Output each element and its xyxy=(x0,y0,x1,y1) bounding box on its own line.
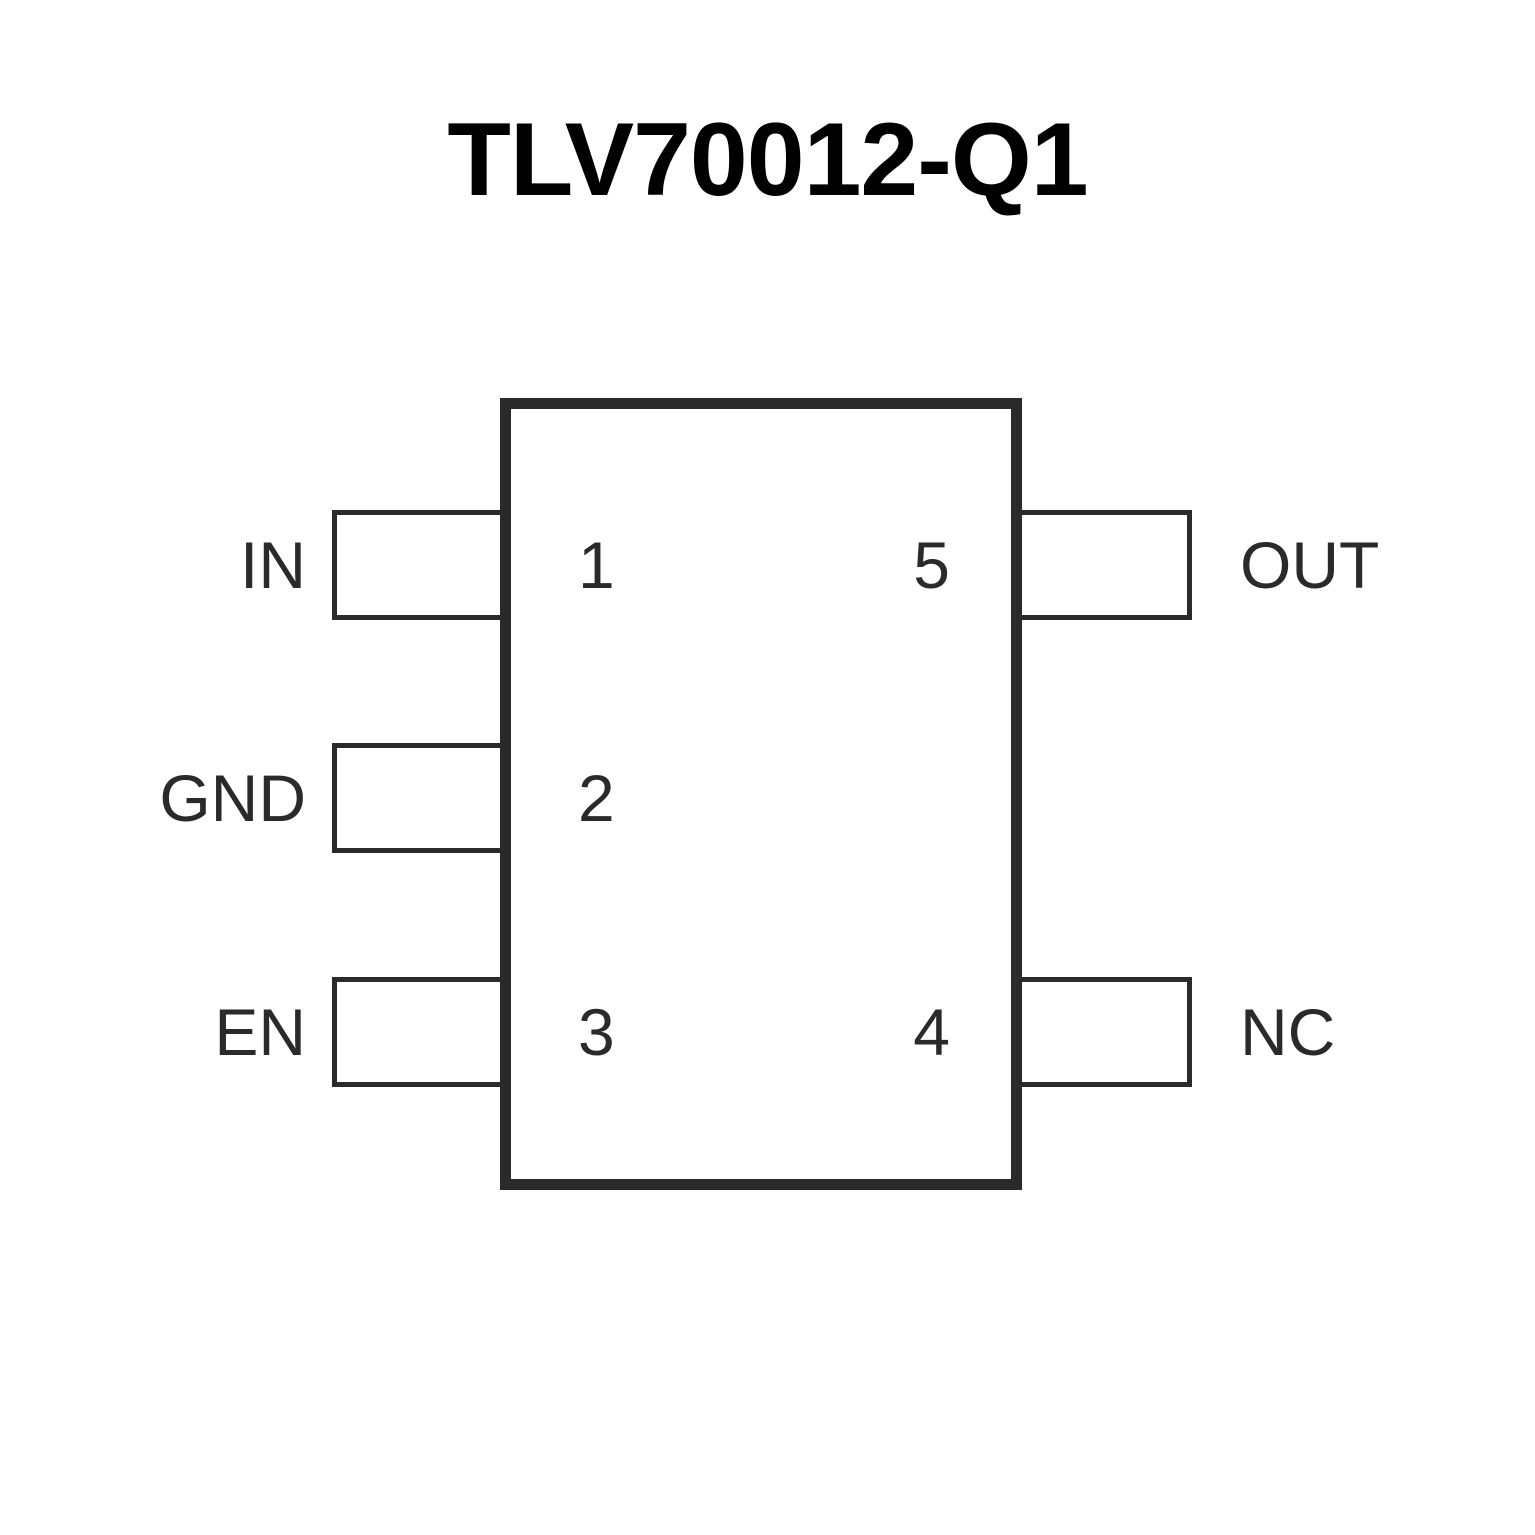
page-title: TLV70012-Q1 xyxy=(447,102,1088,218)
pin-number-3: 3 xyxy=(578,995,615,1069)
pin-number-1: 1 xyxy=(578,528,615,602)
pin-number-4: 4 xyxy=(913,995,950,1069)
pin-label-en: EN xyxy=(214,995,306,1069)
pin-lead-2 xyxy=(332,743,508,853)
pin-number-2: 2 xyxy=(578,761,615,835)
pin-lead-3 xyxy=(332,977,508,1087)
pin-lead-1 xyxy=(332,510,508,620)
pin-label-out: OUT xyxy=(1240,528,1380,602)
pin-label-gnd: GND xyxy=(159,761,306,835)
ic-package-body xyxy=(500,398,1022,1190)
pin-lead-4 xyxy=(1014,977,1192,1087)
pin-label-nc: NC xyxy=(1240,995,1336,1069)
pin-label-in: IN xyxy=(240,528,306,602)
pin-lead-5 xyxy=(1014,510,1192,620)
pin-number-5: 5 xyxy=(913,528,950,602)
